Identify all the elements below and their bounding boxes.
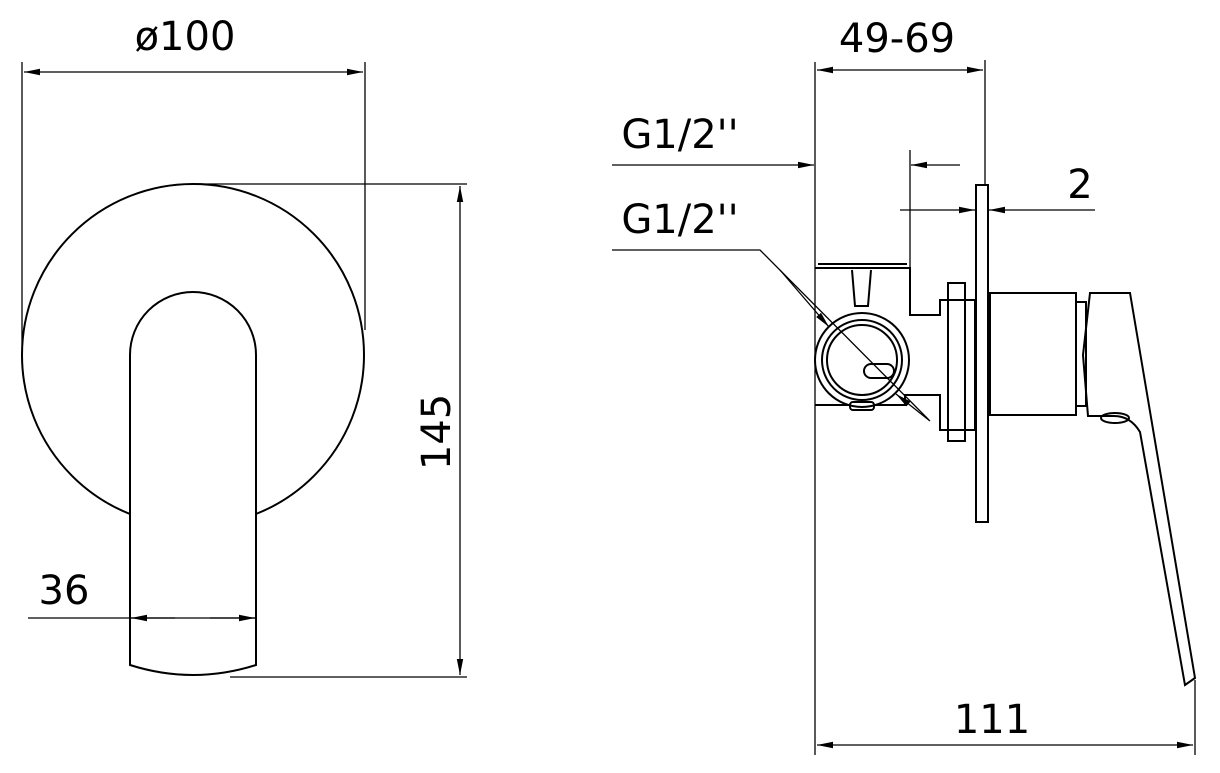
- connection-bore: [826, 324, 898, 396]
- arrow: [895, 393, 931, 422]
- cartridge-ring: [1075, 301, 1087, 407]
- leader-line-connection-side: [612, 249, 930, 421]
- label-length: 111: [954, 697, 1030, 743]
- flange: [947, 282, 966, 442]
- label-connection-side: G1/2'': [621, 197, 738, 243]
- handle-front-outline: [129, 291, 257, 676]
- label-connection-top: G1/2'': [621, 112, 738, 158]
- front-view: [21, 62, 467, 678]
- label-depth: 49-69: [839, 16, 955, 62]
- label-diameter: ø100: [135, 14, 236, 60]
- connection-nut: [849, 401, 875, 411]
- label-plate-thickness: 2: [1067, 162, 1092, 208]
- side-view: [612, 60, 1197, 755]
- lever-handle: [1081, 292, 1197, 687]
- lever-screw: [1100, 412, 1130, 424]
- wall-plate: [975, 184, 989, 523]
- connection-ring: [821, 319, 903, 401]
- cartridge-cover: [989, 292, 1077, 416]
- valve-spout: [851, 269, 872, 307]
- connection-outer-ring: [814, 312, 910, 408]
- arrow: [779, 269, 830, 328]
- label-handle-width: 36: [39, 568, 90, 614]
- connection-pin: [863, 363, 895, 379]
- label-height: 145: [414, 394, 460, 470]
